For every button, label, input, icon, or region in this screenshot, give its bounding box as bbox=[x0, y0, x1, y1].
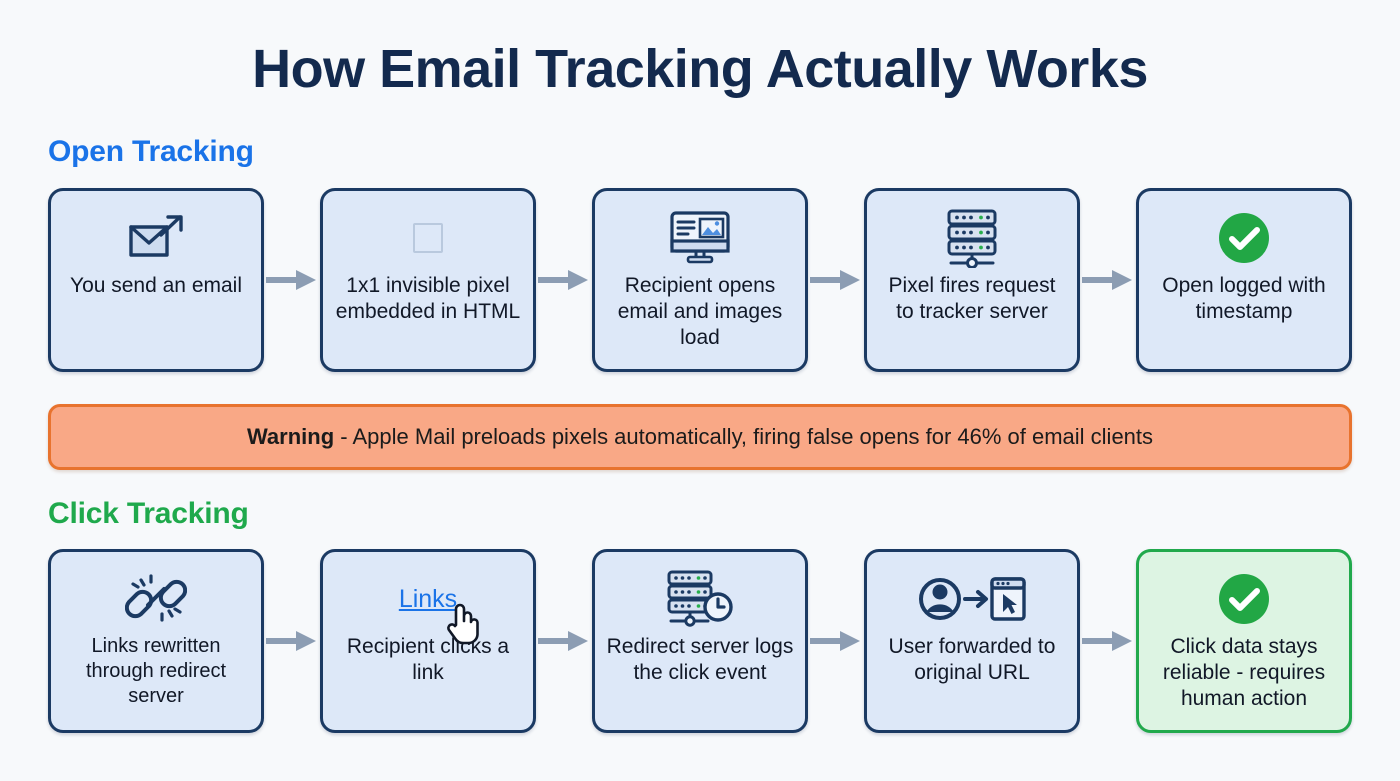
step-card-open-logged[interactable]: Open logged with timestamp bbox=[1136, 188, 1352, 372]
flow-arrow-icon bbox=[808, 549, 864, 733]
step-card-links-rewritten[interactable]: Links rewritten through redirect server bbox=[48, 549, 264, 733]
step-card-you-send-an-email[interactable]: You send an email bbox=[48, 188, 264, 372]
server-clock-icon bbox=[665, 568, 735, 630]
section-label-open-tracking: Open Tracking bbox=[48, 135, 254, 168]
flow-arrow-icon bbox=[264, 549, 320, 733]
tracking-pixel-icon bbox=[413, 207, 443, 269]
step-caption: Links rewritten through redirect server bbox=[85, 635, 227, 707]
step-caption: Open logged with timestamp bbox=[1162, 274, 1326, 323]
step-card-click-data-reliable[interactable]: Click data stays reliable - requires hum… bbox=[1136, 549, 1352, 733]
flow-arrow-icon bbox=[1080, 188, 1136, 372]
warning-separator: - bbox=[334, 424, 353, 449]
check-circle-icon bbox=[1216, 207, 1272, 269]
step-caption: Recipient clicks a link bbox=[346, 635, 510, 684]
step-card-redirect-server-logs[interactable]: Redirect server logs the click event bbox=[592, 549, 808, 733]
step-caption: Pixel fires request to tracker server bbox=[888, 274, 1056, 323]
user-forward-browser-icon bbox=[918, 568, 1026, 630]
server-rack-icon bbox=[943, 207, 1001, 269]
flow-arrow-icon bbox=[536, 188, 592, 372]
click-tracking-flow: Links rewritten through redirect server … bbox=[48, 549, 1352, 733]
step-card-user-forwarded[interactable]: User forwarded to original URL bbox=[864, 549, 1080, 733]
step-card-recipient-opens-email[interactable]: Recipient opens email and images load bbox=[592, 188, 808, 372]
chain-link-icon bbox=[125, 568, 187, 630]
step-caption: 1x1 invisible pixel embedded in HTML bbox=[335, 274, 521, 323]
check-circle-icon bbox=[1216, 568, 1272, 630]
warning-text: Apple Mail preloads pixels automatically… bbox=[352, 424, 1154, 449]
step-caption: User forwarded to original URL bbox=[888, 635, 1056, 684]
step-caption: Recipient opens email and images load bbox=[617, 274, 783, 349]
envelope-send-icon bbox=[127, 207, 185, 269]
step-caption: You send an email bbox=[69, 274, 243, 297]
link-click-cursor-icon: Links bbox=[398, 568, 479, 645]
page-title: How Email Tracking Actually Works bbox=[252, 39, 1148, 99]
step-card-pixel-fires-request[interactable]: Pixel fires request to tracker server bbox=[864, 188, 1080, 372]
flow-arrow-icon bbox=[1080, 549, 1136, 733]
link-label[interactable]: Links bbox=[398, 585, 458, 613]
hand-cursor-icon bbox=[445, 599, 481, 650]
step-caption: Redirect server logs the click event bbox=[606, 635, 794, 684]
step-caption: Click data stays reliable - requires hum… bbox=[1162, 635, 1326, 710]
warning-banner: Warning - Apple Mail preloads pixels aut… bbox=[48, 404, 1352, 470]
step-card-invisible-pixel[interactable]: 1x1 invisible pixel embedded in HTML bbox=[320, 188, 536, 372]
warning-label: Warning bbox=[246, 424, 335, 449]
flow-arrow-icon bbox=[264, 188, 320, 372]
section-label-click-tracking: Click Tracking bbox=[48, 497, 249, 530]
flow-arrow-icon bbox=[808, 188, 864, 372]
flow-arrow-icon bbox=[536, 549, 592, 733]
monitor-image-icon bbox=[669, 207, 731, 269]
step-card-recipient-clicks-link[interactable]: Links Recipient clicks a link bbox=[320, 549, 536, 733]
open-tracking-flow: You send an email 1x1 invisible pixel em… bbox=[48, 188, 1352, 372]
